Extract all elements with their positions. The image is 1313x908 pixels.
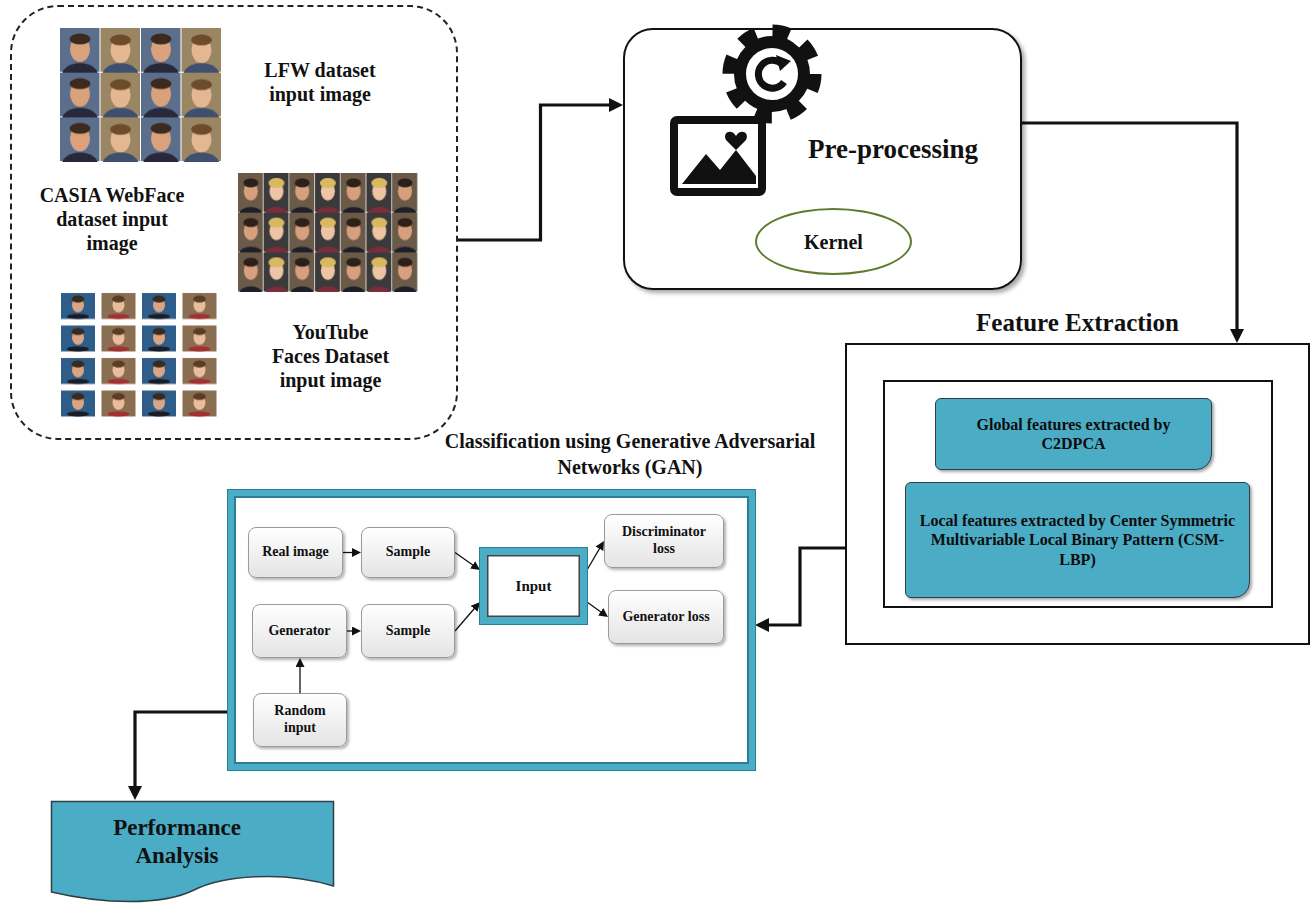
node-label: LFW dataset input image [245, 58, 395, 106]
loss-box: Discriminator loss [604, 514, 724, 568]
node-label: Sample [386, 544, 430, 561]
input-box: Input [480, 548, 587, 624]
connector-arrow [1022, 123, 1237, 336]
node-label: Generator [268, 623, 330, 640]
node-label: Pre-processing [808, 133, 978, 165]
node-label: Performance Analysis [92, 814, 262, 869]
panel-heading: Feature Extraction [847, 307, 1308, 340]
node-label: Discriminator loss [612, 524, 716, 558]
face-thumbnails [238, 173, 418, 292]
node-label: Kernel [804, 230, 863, 254]
face-thumbnails [60, 28, 222, 162]
loss-box: Generator loss [608, 590, 724, 644]
document-shape: Performance Analysis [50, 800, 335, 903]
connector-arrow [458, 105, 616, 240]
node-label: Real image [262, 544, 328, 561]
connector-arrow [587, 602, 605, 615]
node-label: Random input [261, 703, 339, 737]
connector-arrow [299, 662, 300, 693]
process-box: Sample [361, 604, 455, 658]
face-thumbnails [58, 290, 220, 420]
image-icon [674, 120, 762, 192]
gan-panel: Classification using Generative Adversar… [228, 490, 755, 770]
connector-arrow [135, 712, 228, 793]
document-outline [52, 802, 334, 902]
node-label: Local features extracted by Center Symme… [913, 511, 1242, 569]
kernel-ellipse: Kernel [755, 208, 912, 275]
feature-extraction-panel: Feature ExtractionGlobal features extrac… [845, 343, 1310, 645]
node-label: Input [516, 577, 552, 595]
connector-arrow [347, 630, 357, 631]
panel-heading: Classification using Generative Adversar… [440, 428, 820, 480]
dataset-panel: LFW dataset input imageCASIA WebFace dat… [10, 5, 458, 440]
node-label: CASIA WebFace dataset input image [32, 183, 192, 255]
process-box: Random input [253, 693, 347, 747]
connector-arrow [587, 544, 602, 570]
connector-arrow [343, 552, 357, 553]
gear-icon [729, 31, 815, 117]
connector-arrow [455, 553, 477, 568]
process-box: Sample [361, 527, 455, 578]
process-box: Real image [248, 527, 343, 578]
node-label: Sample [386, 623, 430, 640]
node-label: Generator loss [622, 609, 709, 626]
node-label: YouTube Faces Dataset input image [268, 320, 393, 392]
connector-arrow [455, 605, 477, 631]
connectors [135, 105, 1237, 793]
feature-box: Global features extracted by C2DPCA [935, 398, 1212, 470]
node-label: Global features extracted by C2DPCA [943, 415, 1204, 453]
connector-arrow [762, 548, 845, 625]
feature-box: Local features extracted by Center Symme… [905, 482, 1250, 598]
process-box: Generator [252, 604, 347, 658]
preprocessing-panel: Pre-processingKernel [623, 28, 1022, 290]
